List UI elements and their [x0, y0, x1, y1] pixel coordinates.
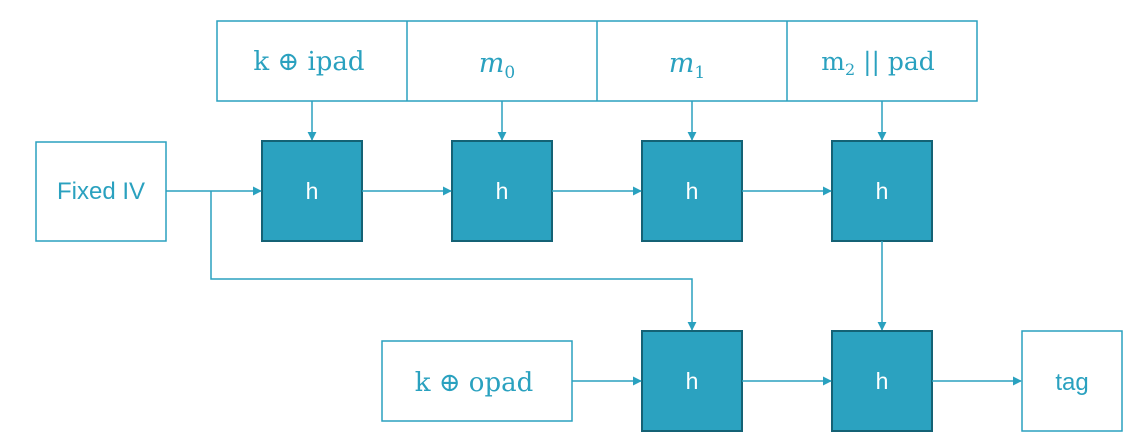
block-kipad-label: k ⊕ ipad — [253, 47, 364, 77]
message-strip: k ⊕ ipad m0 m1 m2 || pad — [216, 20, 978, 102]
outer-h2-box — [831, 330, 933, 432]
inner-h4: h — [831, 140, 933, 242]
tag-box: tag — [1021, 330, 1123, 432]
block-m1-label: m1 — [669, 48, 705, 83]
fixed-iv-border — [35, 141, 167, 242]
tag-label: tag — [1055, 369, 1088, 396]
inner-h3-label: h — [686, 178, 699, 204]
inner-h2-label: h — [496, 178, 509, 204]
inner-h4-label: h — [876, 178, 889, 204]
inner-h3: h — [641, 140, 743, 242]
outer-h2-label: h — [876, 368, 889, 394]
kopad-label: k ⊕ opad — [415, 368, 534, 398]
inner-h2: h — [451, 140, 553, 242]
inner-h1: h — [261, 140, 363, 242]
inner-h1-label: h — [306, 178, 319, 204]
fixed-iv-box: Fixed IV — [35, 141, 167, 242]
kopad-border — [381, 340, 573, 422]
block-m2pad-label: m2 || pad — [821, 47, 935, 79]
inner-h3-box — [641, 140, 743, 242]
tag-border — [1021, 330, 1123, 432]
fixed-iv-label: Fixed IV — [57, 178, 145, 205]
outer-h1-box — [641, 330, 743, 432]
block-m0-label: m0 — [479, 48, 515, 83]
kopad-box: k ⊕ opad — [381, 340, 573, 422]
inner-h4-box — [831, 140, 933, 242]
inner-h1-box — [261, 140, 363, 242]
outer-h1: h — [641, 330, 743, 432]
outer-h2: h — [831, 330, 933, 432]
outer-h1-label: h — [686, 368, 699, 394]
message-arrows — [307, 101, 887, 141]
arrow-iv-to-outer-h1 — [210, 191, 697, 331]
